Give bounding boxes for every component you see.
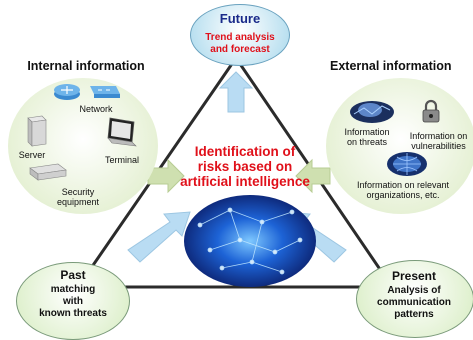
organizations-image (387, 152, 427, 176)
present-circle (356, 260, 473, 338)
center-line2: risks based on (197, 159, 293, 174)
terminal-icon (107, 117, 137, 147)
arrow-left-icon (295, 158, 331, 194)
network-label: Network (79, 104, 113, 114)
server-icon (27, 115, 47, 147)
lock-icon (422, 99, 440, 123)
threats-image (350, 101, 394, 123)
threats-line1: Information (344, 127, 390, 137)
future-line1: Trend analysis (205, 32, 275, 43)
switch-icon (90, 86, 120, 98)
vuln-line2: vulnerabilities (411, 141, 466, 151)
past-line2: with (63, 296, 83, 307)
triangle-diagram (75, 55, 395, 289)
future-circle (190, 4, 290, 66)
threats-line2: on threats (346, 137, 388, 147)
arrow-up-icon (218, 71, 254, 113)
external-blob (326, 78, 473, 214)
present-line3: patterns (394, 309, 434, 320)
ai-brain-image (184, 195, 316, 287)
external-heading: External information (330, 59, 452, 73)
server-label: Server (18, 150, 46, 160)
vuln-line1: Information on (409, 131, 468, 141)
past-line1: matching (50, 284, 96, 295)
security-equipment-icon (29, 163, 67, 181)
terminal-label: Terminal (104, 155, 139, 165)
orgs-line2: organizations, etc. (366, 190, 440, 200)
future-line2: and forecast (210, 44, 270, 55)
center-line1: Identification of (194, 144, 296, 159)
security-line1: Security (61, 187, 95, 197)
present-line1: Analysis of (387, 285, 441, 296)
security-line2: equipment (56, 197, 100, 207)
past-title: Past (60, 268, 86, 282)
neural-network-lines (197, 207, 303, 275)
present-title: Present (391, 269, 437, 283)
router-icon (54, 84, 80, 100)
future-title: Future (219, 11, 261, 26)
arrow-up-right-icon (127, 211, 191, 263)
present-line2: communication (377, 297, 451, 308)
orgs-line1: Information on relevant (356, 180, 450, 190)
past-line3: known threats (39, 308, 107, 319)
arrow-right-icon (147, 158, 185, 194)
center-line3: artificial intelligence (180, 174, 310, 189)
internal-heading: Internal information (27, 59, 145, 73)
